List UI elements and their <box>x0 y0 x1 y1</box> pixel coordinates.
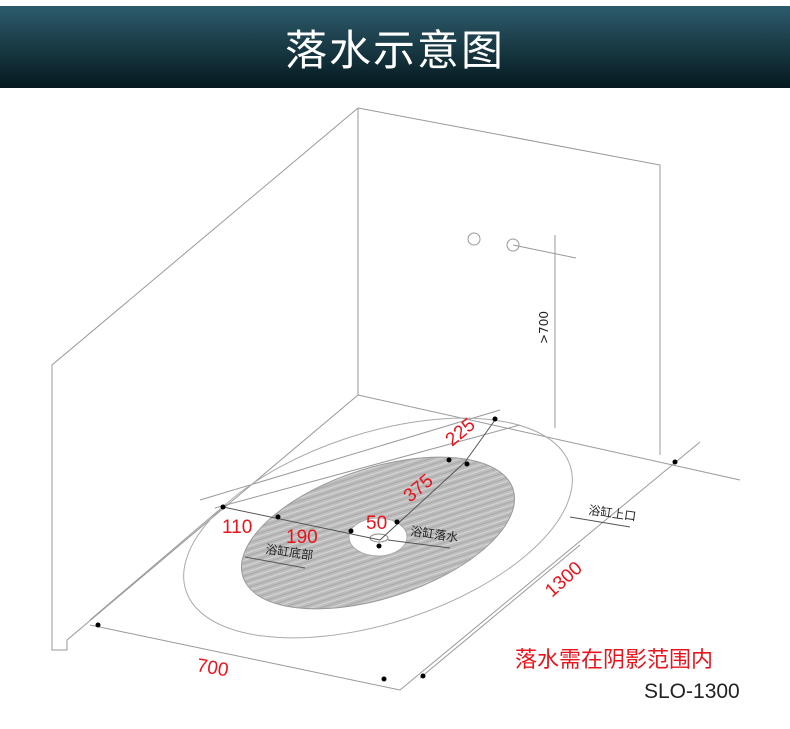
left-wall <box>51 107 359 651</box>
label-tub-drain: 浴缸落水 <box>410 523 460 545</box>
dim-110: 110 <box>222 517 252 538</box>
dim-225: 225 <box>442 414 480 450</box>
drain-hole <box>348 517 408 557</box>
back-wall <box>357 107 661 455</box>
model-number: SLO-1300 <box>644 680 740 703</box>
wall-height-label: >700 <box>537 311 551 344</box>
dim-190: 190 <box>286 527 318 548</box>
label-tub-bottom: 浴缸底部 <box>265 541 315 563</box>
page-title: 落水示意图 <box>284 25 505 75</box>
dim-50: 50 <box>366 513 387 534</box>
label-tub-rim: 浴缸上口 <box>588 502 638 524</box>
dimension-points <box>95 416 678 682</box>
dim-700: 700 <box>195 655 230 681</box>
header-banner: 落水示意图 <box>0 6 790 88</box>
drain-note: 落水需在阴影范围内 <box>515 648 714 673</box>
tub-rim-outline <box>183 417 573 639</box>
dim-1300: 1300 <box>541 558 586 602</box>
